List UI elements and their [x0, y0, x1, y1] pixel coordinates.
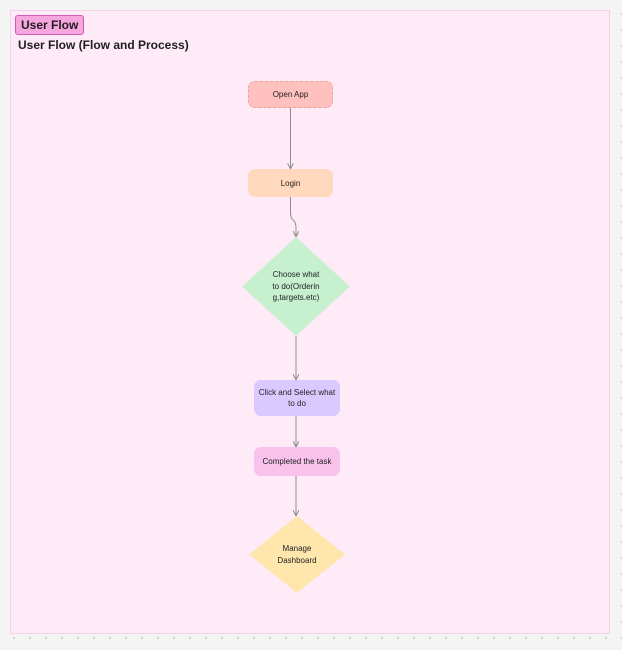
node-open-app[interactable]: Open App: [248, 81, 333, 108]
node-manage-dashboard[interactable]: Manage Dashboard: [249, 516, 345, 593]
node-choose-what-to-do[interactable]: Choose what to do(Ordering,targets.etc): [242, 237, 350, 336]
connector-login-to-choose[interactable]: [290, 197, 297, 236]
section-title-tag[interactable]: User Flow: [15, 15, 85, 35]
node-login[interactable]: Login: [248, 169, 333, 197]
decision-diamond-shape: [242, 237, 350, 336]
node-manage-label: Manage Dashboard: [277, 544, 317, 565]
node-open-app-label: Open App: [272, 90, 309, 99]
node-completed-the-task[interactable]: Completed the task: [254, 447, 340, 476]
node-completed-label: Completed the task: [262, 457, 332, 466]
diagram-subtitle[interactable]: User Flow (Flow and Process): [18, 38, 189, 52]
node-click-select-label: Click and Select what to do: [258, 388, 336, 408]
node-login-label: Login: [280, 178, 301, 188]
node-choose-label: Choose what to do(Ordering,targets.etc): [272, 270, 320, 303]
decision-diamond-shape: [249, 516, 345, 593]
node-click-and-select[interactable]: Click and Select what to do: [254, 380, 340, 416]
